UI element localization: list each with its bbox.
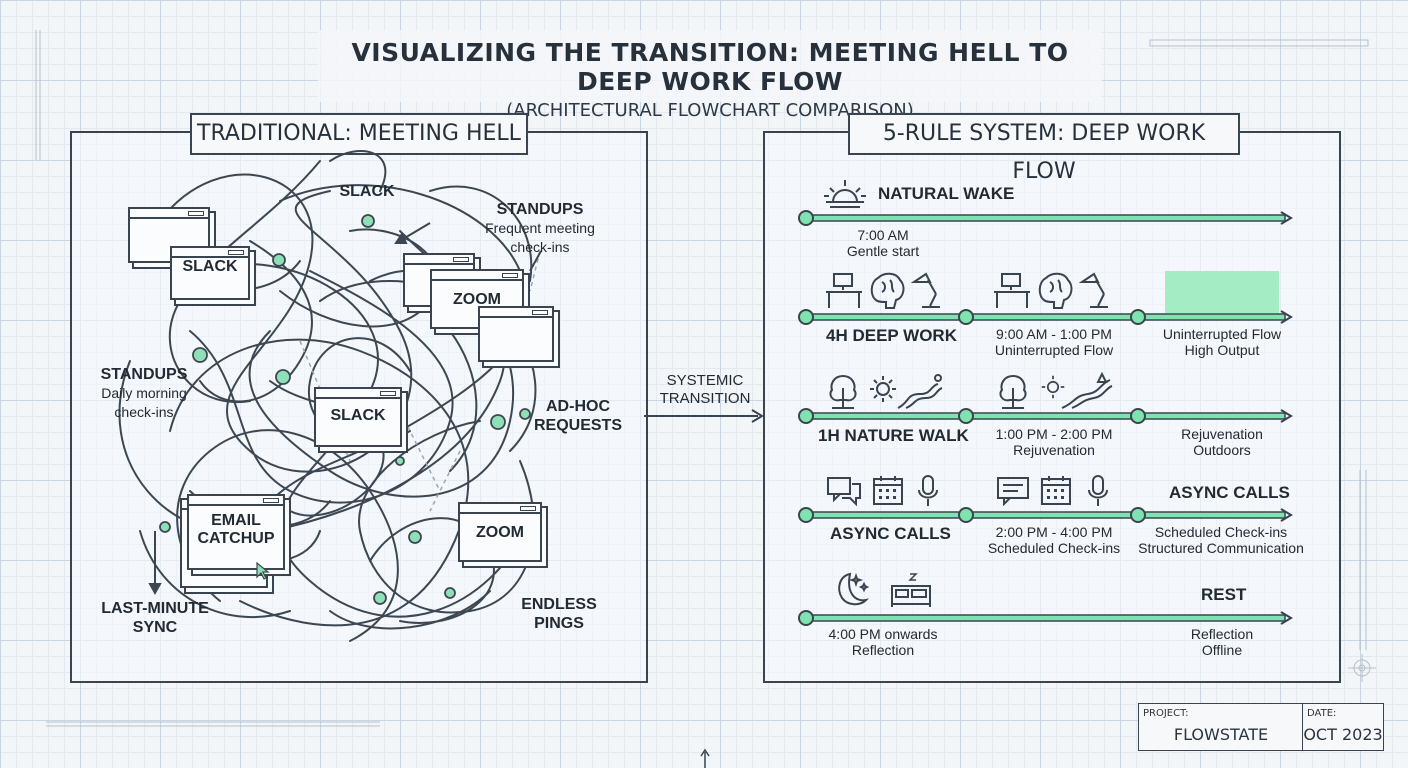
email-window-label: EMAIL CATCHUP <box>197 512 275 547</box>
tree-icon-2 <box>999 374 1027 409</box>
microphone-icon <box>918 475 938 506</box>
sunrise-icon <box>824 180 866 208</box>
email-window: EMAIL CATCHUP <box>187 494 285 570</box>
bed-icon <box>891 573 931 607</box>
row3-end-line2: Outdoors <box>1193 442 1251 458</box>
row4-note: Scheduled Check-ins <box>987 540 1121 556</box>
brain-icon-2 <box>1038 272 1073 309</box>
row3-time: 1:00 PM - 2:00 PM <box>995 426 1113 442</box>
project-key: PROJECT: <box>1143 708 1189 719</box>
label-endless: ENDLESS PINGS <box>521 596 597 632</box>
date-block: DATE: OCT 2023 <box>1302 703 1384 751</box>
moon-stars-icon <box>838 572 870 606</box>
slack-window-1: SLACK <box>170 246 250 300</box>
sun-icon <box>870 376 896 402</box>
calendar-icon <box>873 476 903 505</box>
row4-end-line1: Scheduled Check-ins <box>1154 524 1288 540</box>
row3-name: 1H NATURE WALK <box>818 426 969 445</box>
row3-end-line1: Rejuvenation <box>1181 426 1263 442</box>
label-standups-left-sub: Daily morning check-ins <box>101 385 187 420</box>
row2-time: 9:00 AM - 1:00 PM <box>996 326 1112 342</box>
row4-time: 2:00 PM - 4:00 PM <box>995 524 1113 540</box>
row2-end-line2: High Output <box>1184 342 1260 358</box>
label-standups-top-sub: Frequent meeting check-ins <box>485 220 595 255</box>
desk-icon-2 <box>994 273 1030 308</box>
road-icon <box>1061 372 1113 409</box>
transition-arrow-icon <box>644 409 764 423</box>
row5-name: REST <box>1201 585 1247 604</box>
label-last-minute: LAST-MINUTE SYNC <box>101 600 209 636</box>
slack-window-2: SLACK <box>314 387 402 447</box>
row5-note: Reflection <box>851 642 915 658</box>
date-value: OCT 2023 <box>1303 725 1383 744</box>
row4-name: ASYNC CALLS <box>830 524 951 543</box>
row2-end-line1: Uninterrupted Flow <box>1162 326 1282 342</box>
row1-time: 7:00 AM <box>857 227 909 243</box>
title-block-header: VISUALIZING THE TRANSITION: MEETING HELL… <box>318 30 1102 121</box>
project-block: PROJECT: FLOWSTATE <box>1138 703 1304 751</box>
slack-window-2-label: SLACK <box>330 407 386 424</box>
label-standups-top: STANDUPS Frequent meeting check-ins <box>470 200 610 257</box>
tree-icon <box>829 374 857 409</box>
row1-note: Gentle start <box>846 243 920 259</box>
trail-icon <box>897 374 943 409</box>
lamp-icon <box>910 272 940 308</box>
row3-note: Rejuvenation <box>1013 442 1095 458</box>
label-slack-top: SLACK <box>339 183 395 200</box>
chat-icon-2 <box>997 477 1029 506</box>
row2-name: 4H DEEP WORK <box>826 326 957 345</box>
right-panel-title: 5-RULE SYSTEM: DEEP WORK FLOW <box>848 113 1240 184</box>
desk-icon <box>826 273 862 308</box>
date-key: DATE: <box>1307 708 1337 719</box>
label-standups-left: STANDUPS Daily morning check-ins <box>94 365 194 422</box>
label-standups-top-title: STANDUPS <box>496 201 584 218</box>
sun-icon-2 <box>1041 375 1065 399</box>
right-panel <box>763 131 1341 683</box>
zoom-window-2-label: ZOOM <box>476 524 524 541</box>
lamp-icon-2 <box>1078 272 1108 308</box>
row4-end-line2: Structured Communication <box>1138 540 1304 556</box>
slack-window-1-label: SLACK <box>182 258 238 275</box>
row4-name-right: ASYNC CALLS <box>1169 483 1290 502</box>
page-subtitle: (ARCHITECTURAL FLOWCHART COMPARISON) <box>506 100 914 121</box>
zoom-window-1-label: ZOOM <box>453 291 501 308</box>
row2-note: Uninterrupted Flow <box>994 342 1114 358</box>
label-standups-left-title: STANDUPS <box>100 366 188 383</box>
row1-name: NATURAL WAKE <box>878 184 1015 203</box>
chat-icon <box>827 477 861 506</box>
row5-end-line2: Offline <box>1201 642 1243 658</box>
project-value: FLOWSTATE <box>1173 725 1269 744</box>
cursor-icon <box>256 562 270 580</box>
tangle-lines <box>118 150 542 642</box>
label-adhoc: AD-HOC REQUESTS <box>533 398 622 434</box>
page-title: VISUALIZING THE TRANSITION: MEETING HELL… <box>351 38 1069 96</box>
brain-icon <box>870 272 905 309</box>
flow-lines <box>798 210 1292 626</box>
transition-label: SYSTEMIC TRANSITION <box>659 372 751 407</box>
zoom-window-2: ZOOM <box>458 502 542 562</box>
calendar-icon-2 <box>1041 476 1071 505</box>
row5-time: 4:00 PM onwards <box>828 626 938 642</box>
row5-end-line1: Reflection <box>1190 626 1254 642</box>
zoom-window-stack <box>478 306 554 362</box>
left-panel-title: TRADITIONAL: MEETING HELL <box>190 113 528 155</box>
microphone-icon-2 <box>1088 475 1108 506</box>
zoom-window-1: ZOOM <box>430 269 524 329</box>
